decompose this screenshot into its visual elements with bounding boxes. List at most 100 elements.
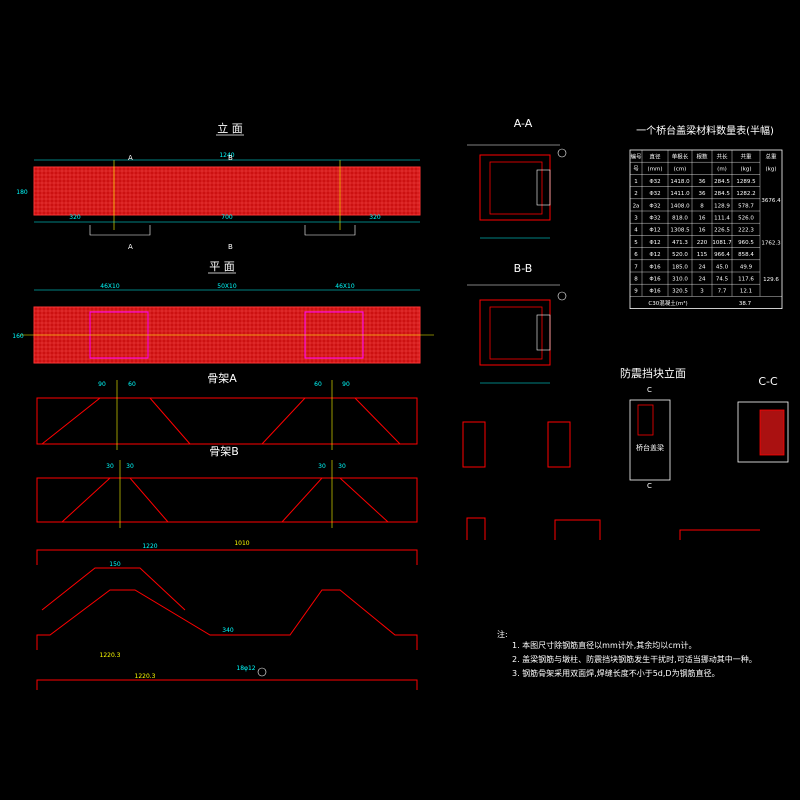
table-cell: 115 (697, 252, 708, 258)
table-cell: 320.5 (672, 289, 688, 295)
notes-heading: 注: (497, 629, 508, 639)
section-mark-a-top: A (128, 154, 133, 162)
section-bb-title: B-B (514, 262, 533, 275)
elev-dim-right: 320 (369, 214, 381, 221)
table-cell: (kg) (766, 167, 777, 173)
table-cell: 8 (634, 277, 638, 283)
table-cell: 1411.0 (670, 191, 690, 197)
table-cell: 号 (633, 166, 639, 173)
rebar-a-dim-2: 60 (128, 381, 136, 388)
rebar-b-dim-4: 30 (338, 463, 346, 470)
bent-bar-top-len: 1220 (142, 543, 157, 550)
table-cell: 单根长 (672, 153, 689, 161)
table-cell: (cm) (674, 167, 687, 173)
table-cell: Φ16 (649, 277, 661, 283)
bent-bar-bend-len: 150 (109, 561, 121, 568)
rebar-b-dim-2: 30 (126, 463, 134, 470)
table-group-total: 129.6 (763, 277, 779, 283)
table-cell: 1308.5 (670, 228, 690, 234)
stirrup-details (462, 421, 760, 540)
elev-dim-height: 180 (16, 189, 28, 196)
table-cell: Φ12 (649, 240, 660, 246)
table-cell: 111.4 (714, 216, 730, 222)
table-cell: 1 (634, 179, 638, 185)
table-cell: 共重 (740, 153, 752, 161)
table-cell: 9 (634, 289, 638, 295)
table-cell: 1081.7 (712, 240, 732, 246)
rebar-cage-b: 30 30 30 30 (36, 460, 418, 528)
rebar-b-dim-3: 30 (318, 463, 326, 470)
table-cell: 8 (700, 203, 704, 209)
section-mark-a-bottom: A (128, 243, 133, 251)
table-cell: 编号 (630, 153, 642, 161)
bent-bar-bottom-len: 1220.3 (100, 652, 121, 659)
elev-dim-left: 320 (69, 214, 81, 221)
table-group-total: 1762.3 (761, 241, 781, 247)
rebar-cage-a: 90 60 60 90 (36, 380, 418, 450)
table-cell: Φ12 (649, 228, 660, 234)
table-cell: 960.5 (738, 240, 754, 246)
rebar-b-title: 骨架B (209, 445, 239, 458)
elev-dim-total: 1240 (219, 152, 234, 159)
table-cell: 2a (633, 203, 640, 209)
table-cell: 818.0 (672, 216, 688, 222)
table-cell: 16 (699, 228, 706, 234)
table-cell: 284.5 (714, 179, 730, 185)
table-cell: 根数 (696, 153, 708, 161)
section-mark-c-top: C (647, 386, 652, 394)
table-cell: 222.3 (738, 228, 754, 234)
table-cell: 74.5 (716, 277, 729, 283)
table-cell: Φ32 (649, 203, 660, 209)
table-cell: 36 (699, 179, 706, 185)
section-mark-b-bottom: B (228, 243, 233, 251)
table-cell: Φ32 (649, 179, 660, 185)
table-cell: Φ16 (649, 264, 661, 270)
rebar-a-dim-3: 60 (314, 381, 322, 388)
straight-bar-callout: 18φ12 (236, 665, 255, 672)
table-cell: Φ32 (649, 191, 660, 197)
table-cell: 1408.0 (670, 203, 690, 209)
section-aa (467, 144, 567, 239)
table-cell: 3 (634, 216, 638, 222)
table-cell: 直径 (649, 153, 661, 161)
table-cell: 36 (699, 191, 706, 197)
section-aa-title: A-A (514, 117, 533, 130)
plan-title: 平 面 (209, 260, 235, 273)
table-cell: 5 (634, 240, 638, 246)
table-cell: (m) (717, 167, 727, 173)
table-cell: 1418.0 (670, 179, 690, 185)
block-label: 桥台盖梁 (636, 443, 664, 452)
table-cell: 226.5 (714, 228, 730, 234)
plan-dim-right: 46X10 (335, 283, 355, 290)
elevation-title: 立 面 (217, 121, 243, 135)
rebar-b-dim-1: 30 (106, 463, 114, 470)
block-elev-title: 防震挡块立面 (620, 366, 686, 380)
table-cell: 578.7 (738, 203, 754, 209)
table-cell: 24 (699, 264, 706, 270)
rebar-a-title: 骨架A (207, 372, 237, 385)
table-cell: 2 (634, 191, 638, 197)
section-mark-c-bottom: C (647, 482, 652, 490)
table-cell: 12.1 (740, 289, 752, 295)
table-cell: 3 (700, 289, 704, 295)
bent-bar-mid-len: 340 (222, 627, 234, 634)
table-cell: (kg) (741, 167, 752, 173)
table-cell: 185.0 (672, 264, 688, 270)
table-cell: 共长 (716, 153, 728, 161)
section-cc (737, 401, 789, 463)
bent-bar-1-len: 1010 (234, 540, 249, 547)
section-bb (467, 284, 567, 384)
rebar-a-dim-4: 90 (342, 381, 350, 388)
note-2: 2. 盖梁钢筋与墩柱、防震挡块钢筋发生干扰时,可适当挪动其中一种。 (512, 654, 757, 664)
table-cell: 24 (699, 277, 706, 283)
table-cell: 526.0 (738, 216, 754, 222)
plan-dim-mid: 50X10 (217, 283, 237, 290)
table-cell: 220 (697, 240, 708, 246)
plan-dim-left: 46X10 (100, 283, 120, 290)
table-cell: 284.5 (714, 191, 730, 197)
table-cell: 6 (634, 252, 638, 258)
plan-dim-width: 160 (12, 333, 24, 340)
block-elevation: 桥台盖梁 C C (629, 386, 671, 490)
